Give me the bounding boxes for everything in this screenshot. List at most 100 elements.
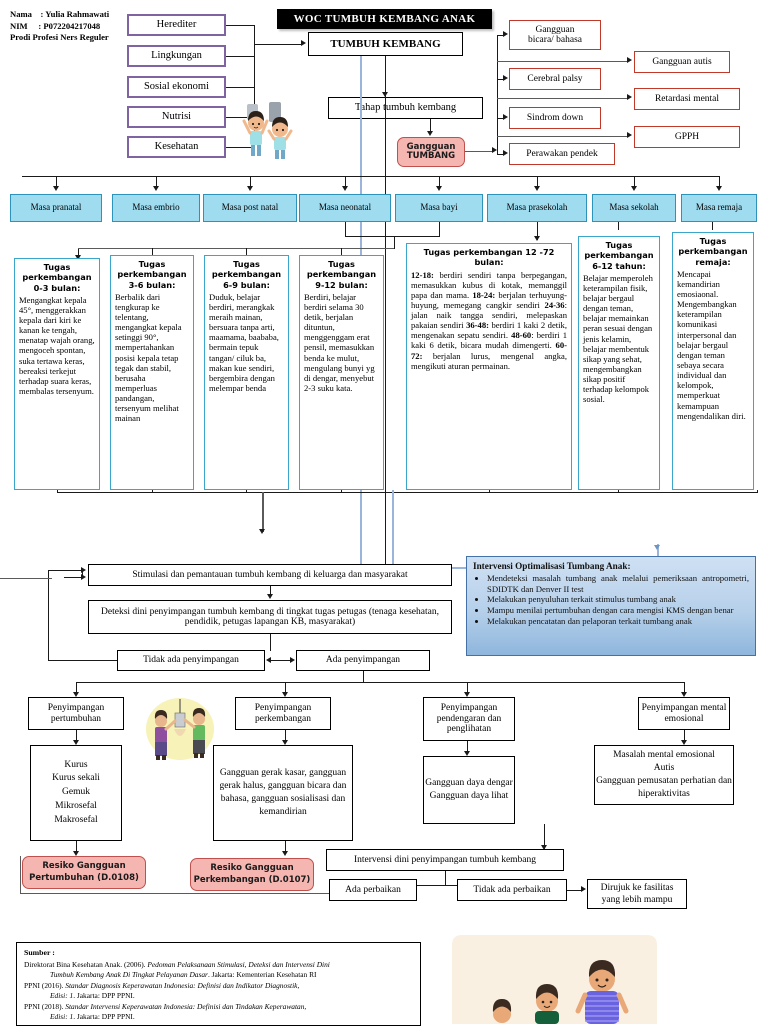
arrow-icon bbox=[464, 692, 470, 697]
connector bbox=[385, 56, 387, 576]
disorder-box-sindrom-down[interactable]: Sindrom down bbox=[509, 107, 601, 129]
disorder-box-gangguan-autis[interactable]: Gangguan autis bbox=[634, 51, 730, 73]
arrow-icon bbox=[282, 692, 288, 697]
arrow-icon bbox=[153, 186, 159, 191]
period-box-bayi[interactable]: Masa bayi bbox=[395, 194, 483, 222]
core-disorder-node[interactable]: Gangguan TUMBANG bbox=[397, 137, 465, 167]
intervention-bullet: Mendeteksi masalah tumbang anak melalui … bbox=[487, 573, 749, 594]
branch-title-pertumbuhan[interactable]: Penyimpangan pertumbuhan bbox=[28, 697, 124, 730]
branch-detail-mental[interactable]: Masalah mental emosional Autis Gangguan … bbox=[594, 745, 734, 805]
intervention-title: Intervensi Optimalisasi Tumbang Anak: bbox=[473, 561, 631, 571]
source-reference: Direktorat Bina Kesehatan Anak. (2006). … bbox=[24, 959, 330, 979]
disorder-box-cerebral-palsy[interactable]: Cerebral palsy bbox=[509, 68, 601, 90]
arrow-icon bbox=[342, 186, 348, 191]
age-range-label: 18-24: bbox=[472, 289, 496, 300]
core-main-node[interactable]: TUMBUH KEMBANG bbox=[308, 32, 463, 56]
branch-title-perkembangan[interactable]: Penyimpangan perkembangan bbox=[235, 697, 331, 730]
task-heading: Tugas perkembangan 6-12 tahun: bbox=[584, 240, 654, 271]
age-range-text: berdiri sendiri tanpa berpegangan, memas… bbox=[411, 269, 567, 300]
arrow-icon bbox=[267, 594, 273, 599]
age-range-text: berdiri 1 kaki 2 detik, mengenakan sepat… bbox=[411, 320, 567, 341]
intervention-bullet-list: Mendeteksi masalah tumbang anak melalui … bbox=[473, 573, 749, 626]
arrow-icon bbox=[716, 186, 722, 191]
arrow-icon bbox=[503, 150, 508, 156]
disorder-box-gpph[interactable]: GPPH bbox=[634, 126, 740, 148]
flow-box-intervensi-dini[interactable]: Intervensi dini penyimpangan tumbuh kemb… bbox=[326, 849, 564, 871]
task-box-3-6-bulan[interactable]: Tugas perkembangan 3-6 bulan: Berbalik d… bbox=[110, 255, 194, 490]
factor-box-lingkungan[interactable]: Lingkungan bbox=[127, 45, 226, 67]
task-box-0-3-bulan[interactable]: Tugas perkembangan 0-3 bulan: Mengangkat… bbox=[14, 258, 100, 490]
factor-box-herediter[interactable]: Herediter bbox=[127, 14, 226, 36]
flow-box-ada-perbaikan[interactable]: Ada perbaikan bbox=[329, 879, 417, 901]
student-info: Nama : Yulia Rahmawati NIM : P0722042170… bbox=[10, 9, 110, 43]
flow-box-dirujuk[interactable]: Dirujuk ke fasilitas yang lebih mampu bbox=[587, 879, 687, 909]
arrow-icon bbox=[534, 186, 540, 191]
factor-box-kesehatan[interactable]: Kesehatan bbox=[127, 136, 226, 158]
disorder-box-retardasi-mental[interactable]: Retardasi mental bbox=[634, 88, 740, 110]
period-box-post-natal[interactable]: Masa post natal bbox=[203, 194, 297, 222]
flow-box-tidak-ada-penyimpangan[interactable]: Tidak ada penyimpangan bbox=[117, 650, 265, 671]
connector bbox=[497, 35, 499, 155]
connector bbox=[497, 136, 628, 138]
arrow-icon bbox=[627, 94, 632, 100]
arrow-icon bbox=[73, 740, 79, 745]
age-range-label: 12-18: bbox=[411, 269, 434, 280]
weighing-illustration bbox=[144, 697, 216, 762]
branch-title-mental[interactable]: Penyimpangan mental emosional bbox=[638, 697, 730, 730]
task-body: Berdiri, belajar berdiri selama 30 detik… bbox=[304, 291, 375, 394]
risk-box-perkembangan[interactable]: Resiko Gangguan Perkembangan (D.0107) bbox=[190, 858, 314, 891]
connector-bus bbox=[22, 176, 719, 178]
task-body: Duduk, belajar berdiri, merangkak meraih… bbox=[209, 291, 279, 394]
task-box-6-12-tahun[interactable]: Tugas perkembangan 6-12 tahun: Belajar m… bbox=[578, 236, 660, 490]
period-box-prasekolah[interactable]: Masa prasekolah bbox=[487, 194, 587, 222]
disorder-box-bicara-bahasa[interactable]: Gangguan bicara/ bahasa bbox=[509, 20, 601, 50]
branch-detail-pendengaran[interactable]: Gangguan daya dengar Gangguan daya lihat bbox=[423, 756, 515, 824]
intervention-panel[interactable]: Intervensi Optimalisasi Tumbang Anak: Me… bbox=[466, 556, 756, 656]
page-title: WOC TUMBUH KEMBANG ANAK bbox=[277, 9, 492, 29]
disorder-box-perawakan-pendek[interactable]: Perawakan pendek bbox=[509, 143, 615, 165]
connector bbox=[226, 25, 254, 27]
branch-title-pendengaran[interactable]: Penyimpangan pendengaran dan penglihatan bbox=[423, 697, 515, 741]
connector bbox=[226, 147, 254, 149]
branch-detail-pertumbuhan[interactable]: Kurus Kurus sekali Gemuk Mikrosefal Makr… bbox=[30, 745, 122, 841]
arrow-icon bbox=[282, 740, 288, 745]
age-range-label: 36-48: bbox=[466, 320, 489, 331]
flow-box-tidak-ada-perbaikan[interactable]: Tidak ada perbaikan bbox=[457, 879, 567, 901]
factor-box-nutrisi[interactable]: Nutrisi bbox=[127, 106, 226, 128]
arrow-icon bbox=[53, 186, 59, 191]
connector bbox=[497, 98, 628, 100]
task-heading: Tugas perkembangan 3-6 bulan: bbox=[117, 259, 187, 290]
age-range-label: 24-36 bbox=[544, 299, 565, 310]
arrow-icon bbox=[290, 657, 295, 663]
task-box-remaja[interactable]: Tugas perkembangan remaja: Mencapai kema… bbox=[672, 232, 754, 490]
flow-box-stimulasi[interactable]: Stimulasi dan pemantauan tumbuh kembang … bbox=[88, 564, 452, 586]
factor-box-sosial-ekonomi[interactable]: Sosial ekonomi bbox=[127, 76, 226, 98]
source-reference-list: Direktorat Bina Kesehatan Anak. (2006). … bbox=[24, 960, 413, 1023]
intervention-bullet: Mampu menilai pertumbuhan dengan cara me… bbox=[487, 605, 749, 616]
task-box-9-12-bulan[interactable]: Tugas perkembangan 9-12 bulan: Berdiri, … bbox=[299, 255, 384, 490]
period-box-sekolah[interactable]: Masa sekolah bbox=[592, 194, 676, 222]
task-box-6-9-bulan[interactable]: Tugas perkembangan 6-9 bulan: Duduk, bel… bbox=[204, 255, 289, 490]
children-illustration-top bbox=[240, 99, 302, 161]
flow-box-deteksi[interactable]: Deteksi dini penyimpangan tumbuh kembang… bbox=[88, 600, 452, 634]
risk-box-pertumbuhan[interactable]: Resiko Gangguan Pertumbuhan (D.0108) bbox=[22, 856, 146, 889]
source-reference: PPNI (2016). Standar Diagnosis Keperawat… bbox=[24, 980, 300, 1000]
task-heading: Tugas perkembangan 0-3 bulan: bbox=[22, 262, 92, 293]
arrow-icon bbox=[534, 236, 540, 241]
arrow-icon bbox=[73, 692, 79, 697]
connector bbox=[430, 119, 432, 134]
period-box-neonatal[interactable]: Masa neonatal bbox=[299, 194, 391, 222]
branch-detail-perkembangan[interactable]: Gangguan gerak kasar, gangguan gerak hal… bbox=[213, 745, 353, 841]
intervention-bullet: Melakukan penyuluhan terkait stimulus tu… bbox=[487, 594, 749, 605]
task-box-12-72-bulan[interactable]: Tugas perkembangan 12 -72 bulan: 12-18: … bbox=[406, 243, 572, 490]
connector bbox=[226, 87, 254, 89]
core-stage-node[interactable]: Tahap tumbuh kembang bbox=[328, 97, 483, 119]
period-box-remaja[interactable]: Masa remaja bbox=[681, 194, 757, 222]
task-body: Berbalik dari tengkurap ke telentang, me… bbox=[115, 291, 182, 424]
flow-box-ada-penyimpangan[interactable]: Ada penyimpangan bbox=[296, 650, 430, 671]
connector bbox=[497, 118, 504, 120]
children-growth-illustration bbox=[452, 935, 667, 1024]
period-box-pranatal[interactable]: Masa pranatal bbox=[10, 194, 102, 222]
connector bbox=[254, 25, 256, 148]
period-box-embrio[interactable]: Masa embrio bbox=[112, 194, 200, 222]
